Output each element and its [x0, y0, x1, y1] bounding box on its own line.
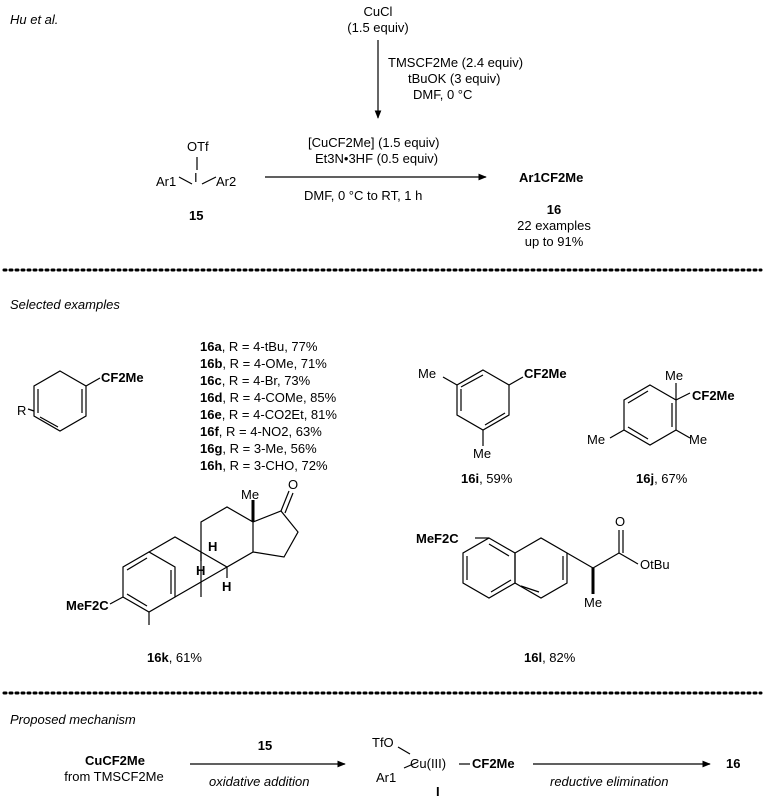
- structure-16j: [609, 383, 691, 446]
- 16k-label: 16k, 61%: [147, 650, 202, 665]
- 16l-me: Me: [584, 595, 603, 610]
- 16j-label: 16j, 67%: [636, 471, 688, 486]
- 16k-h-left: H: [196, 563, 206, 578]
- benzene-generic: [27, 370, 101, 432]
- reagent1-label: [CuCF2Me] (1.5 equiv): [308, 135, 440, 150]
- list-item: 16f, R = 4-NO2, 63%: [200, 424, 322, 439]
- author-label: Hu et al.: [10, 12, 59, 27]
- 16k-mef2c: MeF2C: [66, 598, 109, 613]
- list-item: 16d, R = 4-COMe, 85%: [200, 390, 337, 405]
- mechanism-title: Proposed mechanism: [10, 712, 136, 727]
- structure-16i: [442, 369, 524, 446]
- otf-label: OTf: [187, 139, 209, 154]
- mech-start2: from TMSCF2Me: [64, 769, 164, 784]
- 16j-me-right: Me: [689, 432, 708, 447]
- mech-reagent: 15: [257, 738, 273, 753]
- list-item: 16g, R = 3-Me, 56%: [200, 441, 317, 456]
- 16j-me-left: Me: [587, 432, 606, 447]
- 16j-me-top: Me: [665, 368, 684, 383]
- mech-cf2me: CF2Me: [472, 756, 515, 771]
- mech-intermediate-id: I: [436, 784, 440, 799]
- cucl-label: CuCl: [363, 4, 393, 19]
- reagent2-label: Et3N•3HF (0.5 equiv): [315, 151, 439, 166]
- ar1-label: Ar1: [156, 174, 177, 189]
- 16i-cf2me: CF2Me: [524, 366, 567, 381]
- mech-ar1: Ar1: [376, 770, 397, 785]
- cf2me-generic: CF2Me: [101, 370, 144, 385]
- yield-label: up to 91%: [524, 234, 584, 249]
- 16l-o-carbonyl: O: [615, 514, 626, 529]
- 16l-mef2c: MeF2C: [416, 531, 459, 546]
- 16l-label: 16l, 82%: [524, 650, 576, 665]
- 16k-me: Me: [241, 487, 260, 502]
- 16k-h-right: H: [222, 579, 232, 594]
- examples-label: 22 examples: [517, 218, 591, 233]
- 16i-me-left: Me: [418, 366, 437, 381]
- tms-reagent-label: TMSCF2Me (2.4 equiv): [388, 55, 524, 70]
- product-id: 16: [546, 202, 562, 217]
- 16l-otbu: OtBu: [640, 557, 670, 572]
- base-label: tBuOK (3 equiv): [408, 71, 501, 86]
- list-item: 16a, R = 4-tBu, 77%: [200, 339, 318, 354]
- 16j-cf2me: CF2Me: [692, 388, 735, 403]
- mech-tfo: TfO: [372, 735, 394, 750]
- cucl-equiv-label: (1.5 equiv): [347, 20, 409, 35]
- structure-16k: [109, 490, 299, 625]
- structure-16l: [462, 530, 639, 599]
- solvent-temp-label: DMF, 0 °C: [413, 87, 473, 102]
- 16k-o: O: [288, 477, 299, 492]
- mech-cu3: Cu(III): [410, 756, 447, 771]
- product-label: Ar1CF2Me: [519, 170, 584, 185]
- list-item: 16h, R = 3-CHO, 72%: [200, 458, 328, 473]
- ar2-label: Ar2: [216, 174, 237, 189]
- examples-list: 16a, R = 4-tBu, 77% 16b, R = 4-OMe, 71% …: [200, 338, 337, 474]
- substrate-id: 15: [189, 208, 204, 223]
- list-item: 16c, R = 4-Br, 73%: [200, 373, 311, 388]
- 16k-h-top: H: [208, 539, 218, 554]
- 16i-me-bottom: Me: [473, 446, 492, 461]
- mech-step1: oxidative addition: [209, 774, 310, 789]
- list-item: 16b, R = 4-OMe, 71%: [200, 356, 327, 371]
- iodine-label: I: [194, 170, 198, 185]
- mech-start1: CuCF2Me: [85, 753, 145, 768]
- mech-step2: reductive elimination: [550, 774, 669, 789]
- selected-title: Selected examples: [10, 297, 120, 312]
- mech-product-id: 16: [726, 756, 741, 771]
- list-item: 16e, R = 4-CO2Et, 81%: [200, 407, 337, 422]
- 16i-label: 16i, 59%: [461, 471, 513, 486]
- r-label: R: [17, 403, 27, 418]
- conditions-label: DMF, 0 °C to RT, 1 h: [304, 188, 423, 203]
